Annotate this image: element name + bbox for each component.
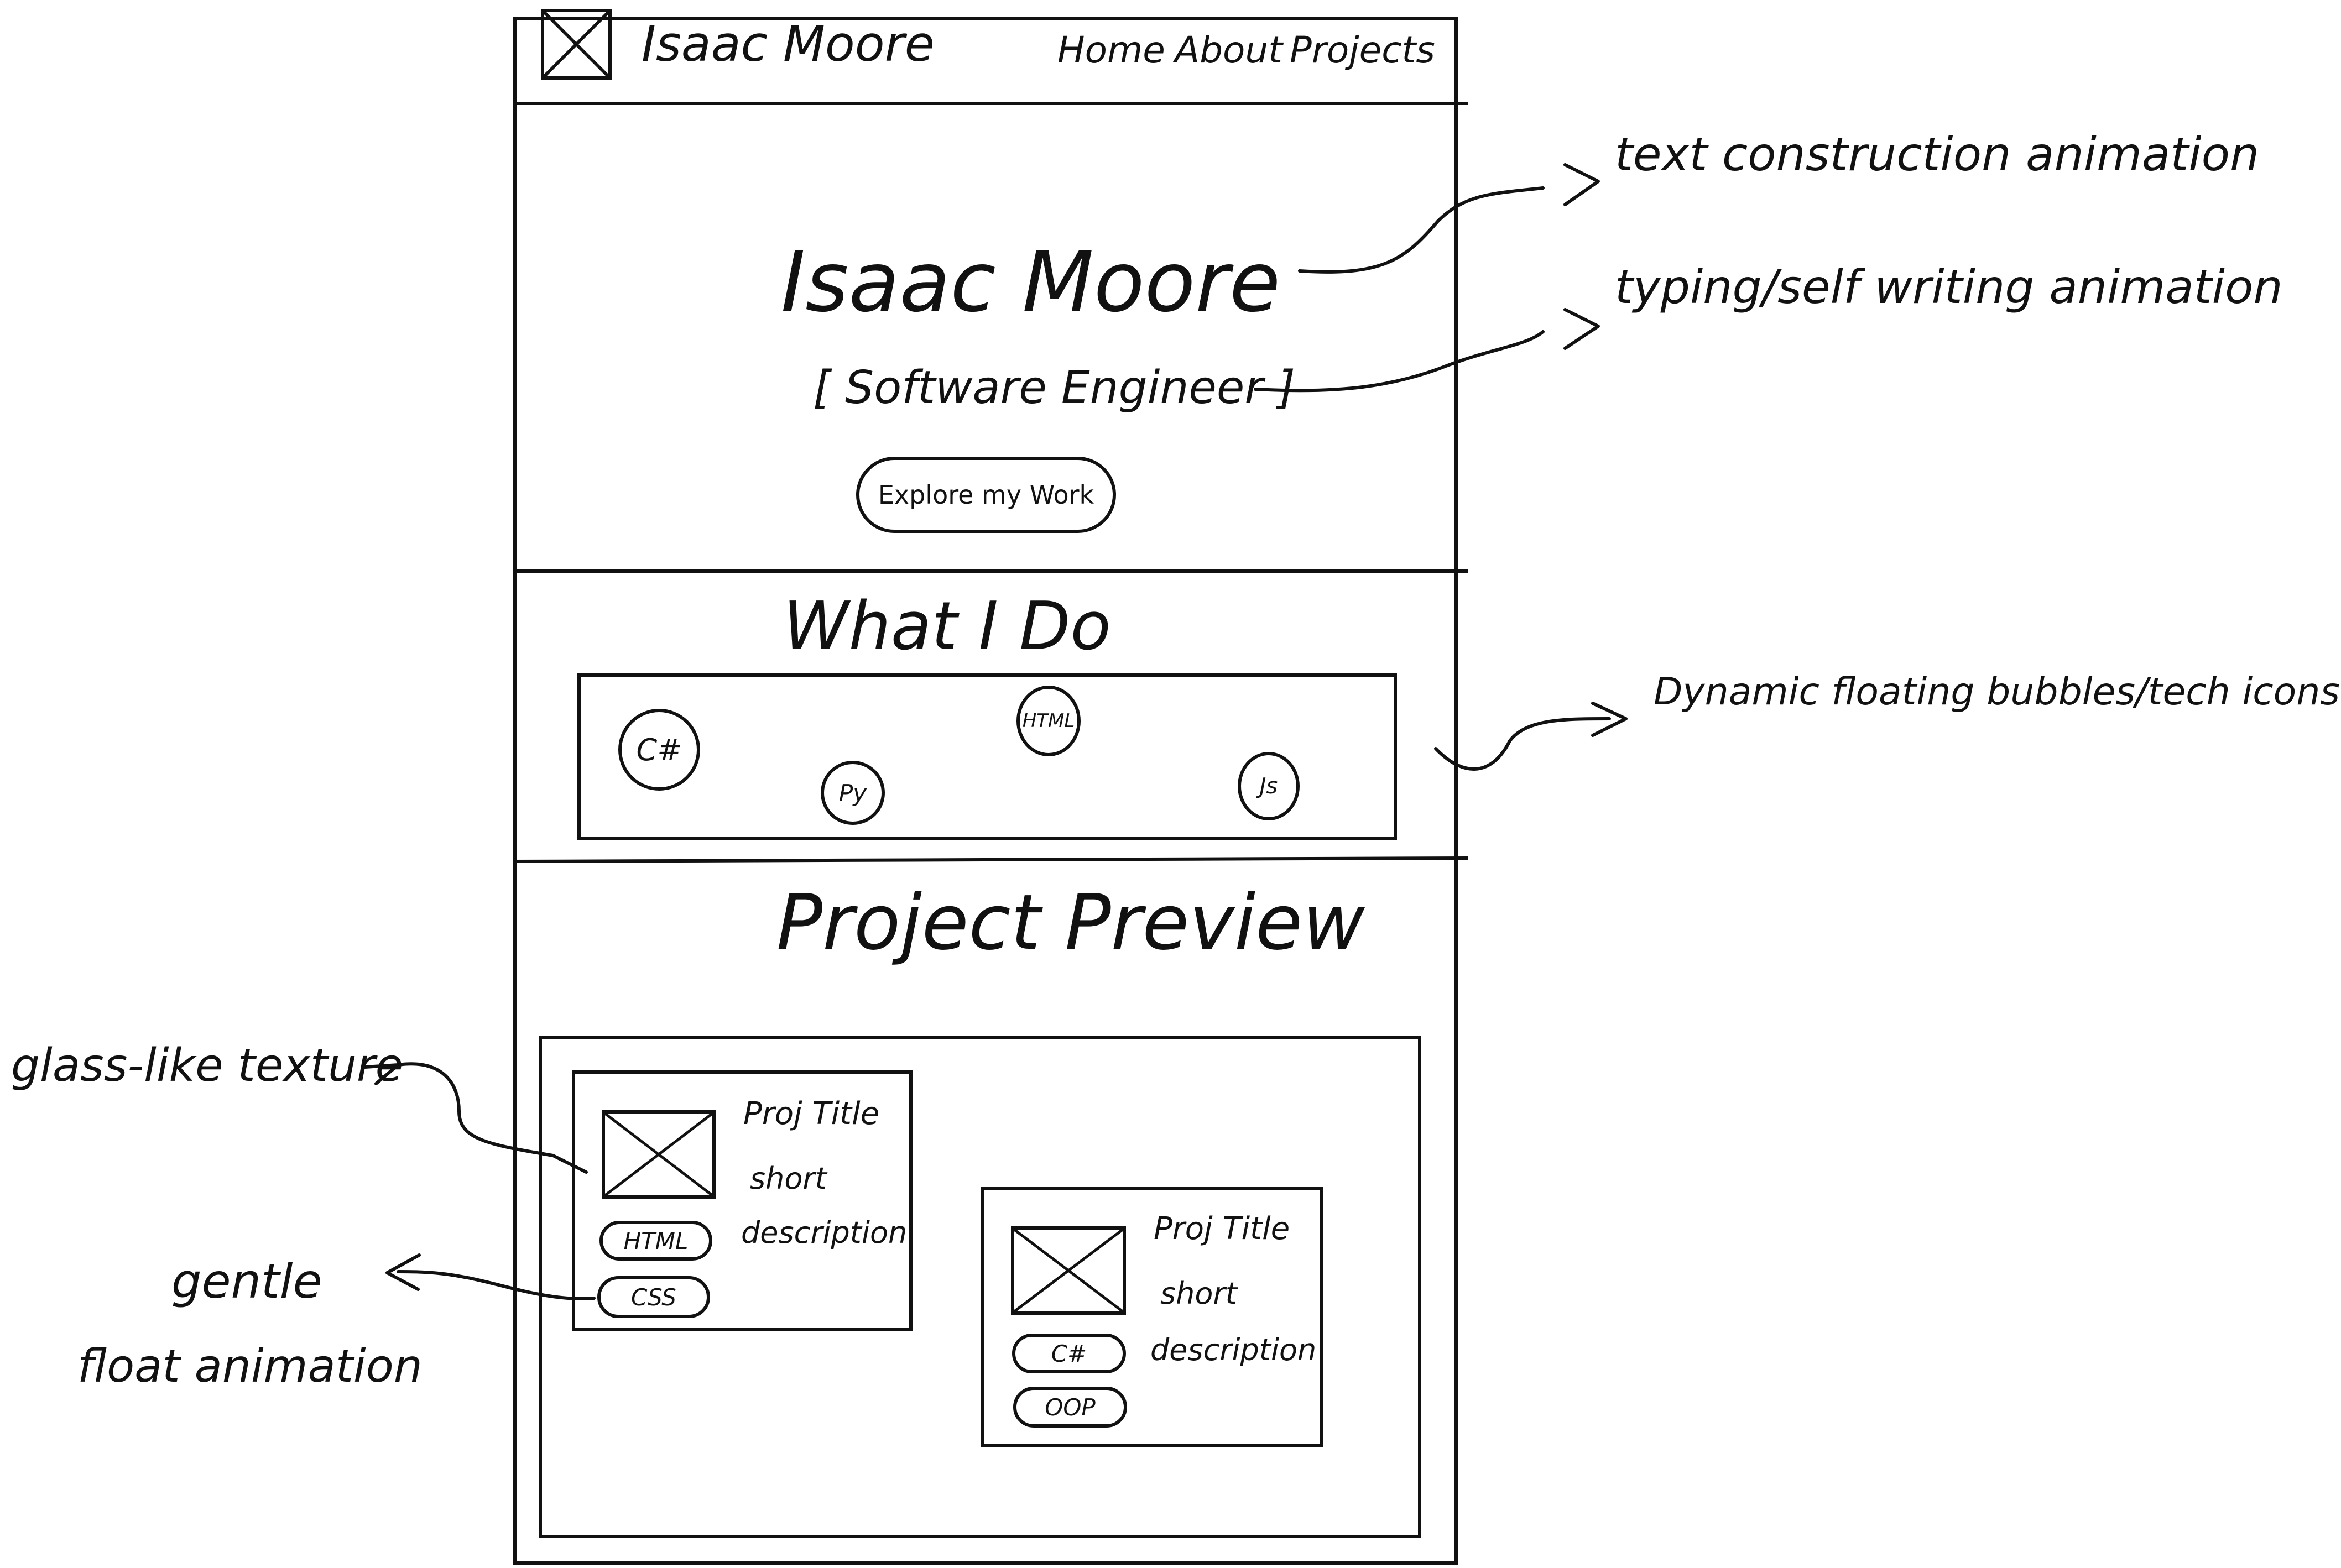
hero-subtitle: [ Software Engineer ] xyxy=(813,362,1296,414)
project-card[interactable] xyxy=(572,1070,913,1331)
annotation-float-line1: gentle xyxy=(171,1254,322,1309)
annotation-text-construction: text construction animation xyxy=(1615,127,2260,181)
project-title: Proj Title xyxy=(743,1096,880,1132)
explore-work-button[interactable]: Explore my Work xyxy=(856,457,1116,533)
brand-name[interactable]: Isaac Moore xyxy=(642,15,935,72)
tag-csharp: C# xyxy=(1012,1334,1126,1373)
tag-oop: OOP xyxy=(1013,1387,1127,1428)
annotation-typing-animation: typing/self writing animation xyxy=(1615,260,2283,314)
bubble-js: Js xyxy=(1238,752,1300,820)
project-desc-line1: short xyxy=(750,1161,827,1196)
hero-divider xyxy=(513,569,1468,573)
tag-html: HTML xyxy=(599,1221,712,1261)
project-desc-line2: description xyxy=(741,1215,908,1250)
annotation-float-line2: float animation xyxy=(77,1340,423,1393)
tag-css: CSS xyxy=(597,1276,710,1318)
project-thumbnail xyxy=(1011,1226,1126,1315)
header-divider xyxy=(513,102,1468,105)
annotation-floating-bubbles: Dynamic floating bubbles/tech icons xyxy=(1654,670,2340,714)
tech-bubbles-panel xyxy=(577,673,1397,840)
nav-link-about[interactable]: About xyxy=(1175,29,1283,71)
bubble-python: Py xyxy=(821,761,885,825)
projects-panel xyxy=(539,1036,1421,1538)
project-desc-line2: description xyxy=(1150,1332,1317,1367)
nav-link-home[interactable]: Home xyxy=(1057,29,1165,71)
project-title: Proj Title xyxy=(1154,1211,1290,1247)
project-card[interactable] xyxy=(981,1187,1323,1447)
image-placeholder-icon xyxy=(544,12,608,76)
image-placeholder-icon xyxy=(605,1114,712,1195)
project-desc-line1: short xyxy=(1160,1276,1237,1311)
hero-name: Isaac Moore xyxy=(781,234,1281,331)
what-i-do-heading: What I Do xyxy=(783,588,1111,665)
project-thumbnail xyxy=(602,1110,716,1199)
bubble-csharp: C# xyxy=(618,709,700,791)
bubble-html: HTML xyxy=(1016,686,1081,756)
logo-placeholder[interactable] xyxy=(541,9,612,80)
image-placeholder-icon xyxy=(1014,1230,1123,1311)
annotation-glass-texture: glass-like texture xyxy=(11,1039,404,1092)
nav-link-projects[interactable]: Projects xyxy=(1290,29,1435,71)
page-frame xyxy=(513,17,1458,1565)
project-preview-heading: Project Preview xyxy=(776,878,1365,967)
